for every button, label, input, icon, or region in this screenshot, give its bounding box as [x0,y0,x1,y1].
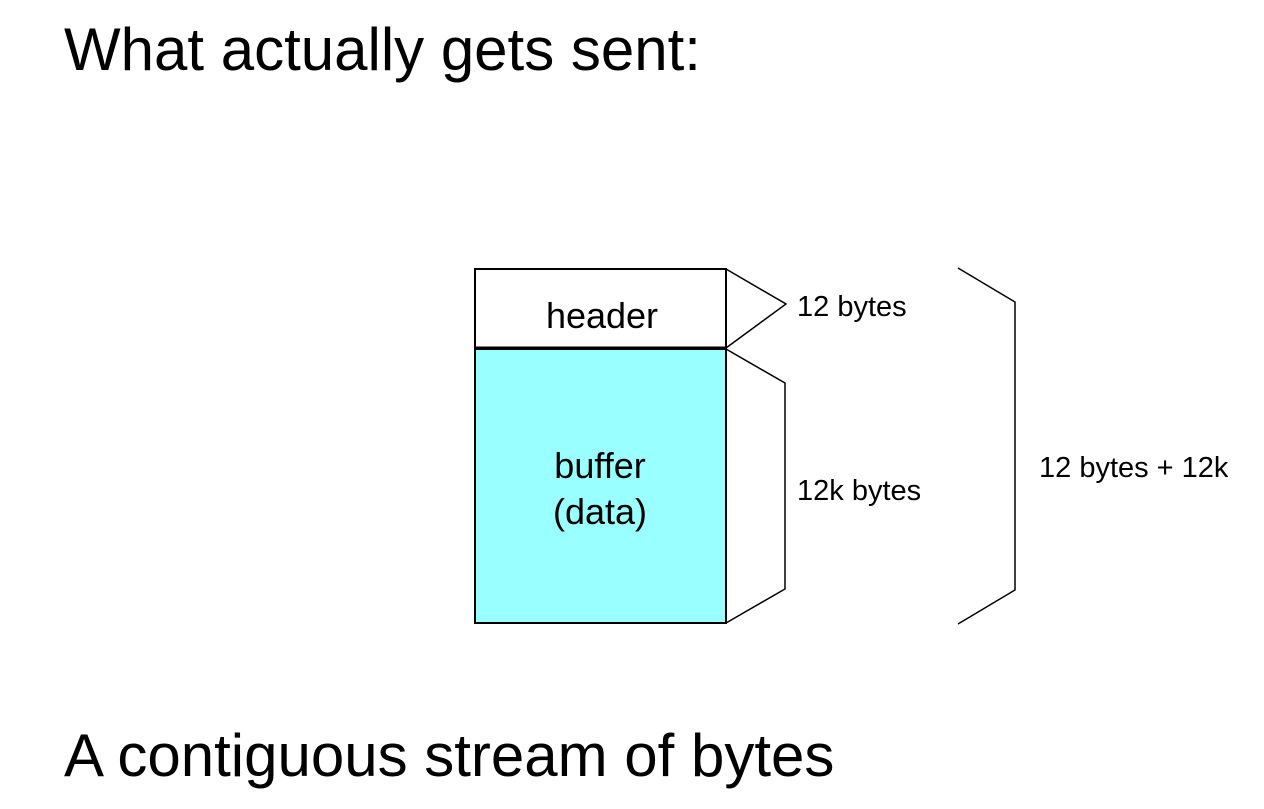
slide-footer: A contiguous stream of bytes [64,722,835,789]
buffer-size-brace [725,348,786,624]
buffer-label-line1: buffer [554,445,645,486]
header-size-brace [725,268,788,349]
total-size-brace [957,267,1016,625]
total-size-label: 12 bytes + 12k [1039,452,1229,484]
buffer-block [474,348,727,624]
header-block [474,268,727,349]
buffer-label-line2: (data) [553,491,647,532]
header-label: header [546,295,658,336]
slide-title: What actually gets sent: [64,16,701,83]
buffer-size-label: 12k bytes [797,475,921,507]
header-size-label: 12 bytes [797,291,907,323]
